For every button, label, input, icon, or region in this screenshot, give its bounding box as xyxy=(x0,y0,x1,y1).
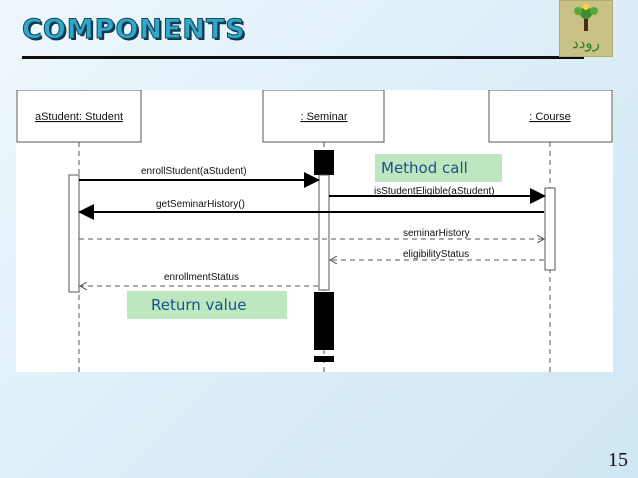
message-seminar-history: seminarHistory xyxy=(79,228,544,239)
return-value-callout: Return value xyxy=(127,291,287,319)
message-get-seminar-history: getSeminarHistory() xyxy=(78,199,544,220)
lifeline-course-label: : Course xyxy=(529,111,571,123)
message-enrollment-status: enrollmentStatus xyxy=(80,272,318,286)
message-enroll-student: enrollStudent(aStudent) xyxy=(79,166,320,188)
slide-title: COMPONENTS xyxy=(22,14,246,46)
tree-logo-icon: رودد xyxy=(572,4,600,52)
sequence-diagram-svg: aStudent: Student : Seminar : Course enr… xyxy=(16,90,613,372)
message-eligibility-status: eligibilityStatus xyxy=(330,249,544,260)
student-activation-bar xyxy=(68,174,80,293)
title-underline xyxy=(22,56,584,59)
course-activation-bar xyxy=(544,187,556,271)
message-label: enrollmentStatus xyxy=(164,272,239,283)
message-label: isStudentEligible(aStudent) xyxy=(374,186,495,197)
seminar-focus-block-2 xyxy=(314,292,334,350)
logo-text: رودد xyxy=(572,34,600,52)
message-label: eligibilityStatus xyxy=(403,249,469,260)
seminar-focus-block-1 xyxy=(314,150,334,175)
message-label: seminarHistory xyxy=(403,228,470,239)
sequence-diagram: aStudent: Student : Seminar : Course enr… xyxy=(16,90,613,372)
lifeline-seminar-label: : Seminar xyxy=(300,111,347,123)
seminar-focus-block-3 xyxy=(314,356,334,362)
lifeline-student-label: aStudent: Student xyxy=(35,111,123,123)
message-is-student-eligible: isStudentEligible(aStudent) xyxy=(329,186,546,204)
method-call-callout: Method call xyxy=(375,154,502,182)
lifeline-student: aStudent: Student xyxy=(16,90,142,372)
lifeline-seminar: : Seminar xyxy=(262,90,385,372)
page-number: 15 xyxy=(608,449,628,471)
message-label: getSeminarHistory() xyxy=(156,199,245,210)
lifeline-course: : Course xyxy=(488,90,613,372)
logo: رودد xyxy=(559,0,613,57)
message-label: enrollStudent(aStudent) xyxy=(141,166,247,177)
seminar-activation-bar xyxy=(318,174,330,291)
